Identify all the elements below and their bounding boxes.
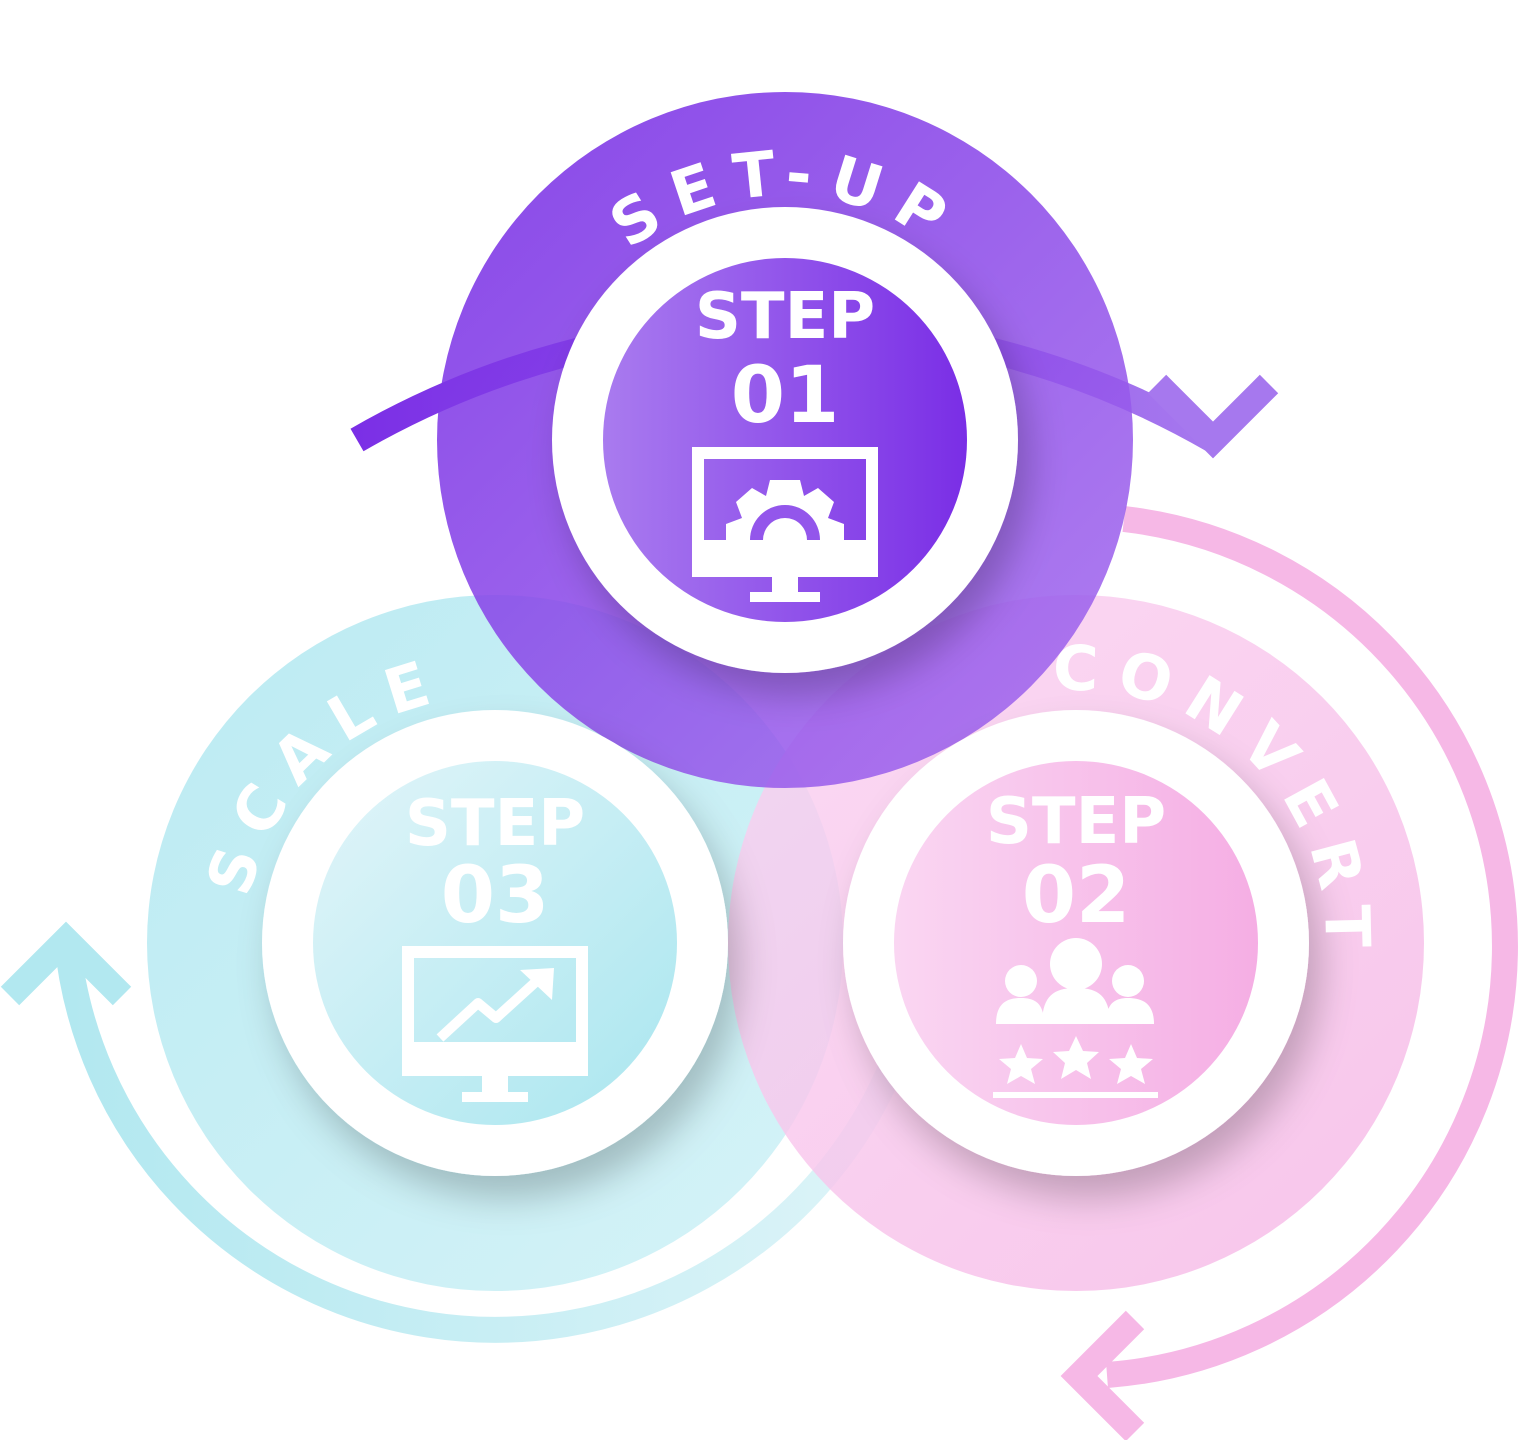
arrow-head-convert [1060, 1310, 1145, 1440]
step-02-number: 02 [1022, 851, 1131, 941]
rating-stars [993, 1036, 1158, 1098]
arrow-head-setup [1147, 374, 1279, 459]
step-03-word: STEP [405, 787, 585, 861]
step-03-number: 03 [441, 851, 550, 941]
step-02-word: STEP [986, 785, 1166, 859]
arrow-convert-to-scale [1106, 506, 1518, 1388]
monitor-growth-chart-icon [402, 946, 588, 1102]
arrow-head-scale [0, 921, 132, 1006]
monitor-gear-icon [692, 447, 878, 602]
step-01-word: STEP [695, 280, 875, 354]
step-01-number: 01 [731, 351, 840, 441]
users-rating-icon [993, 938, 1158, 1098]
arrow-scale-to-setup [54, 938, 902, 1343]
